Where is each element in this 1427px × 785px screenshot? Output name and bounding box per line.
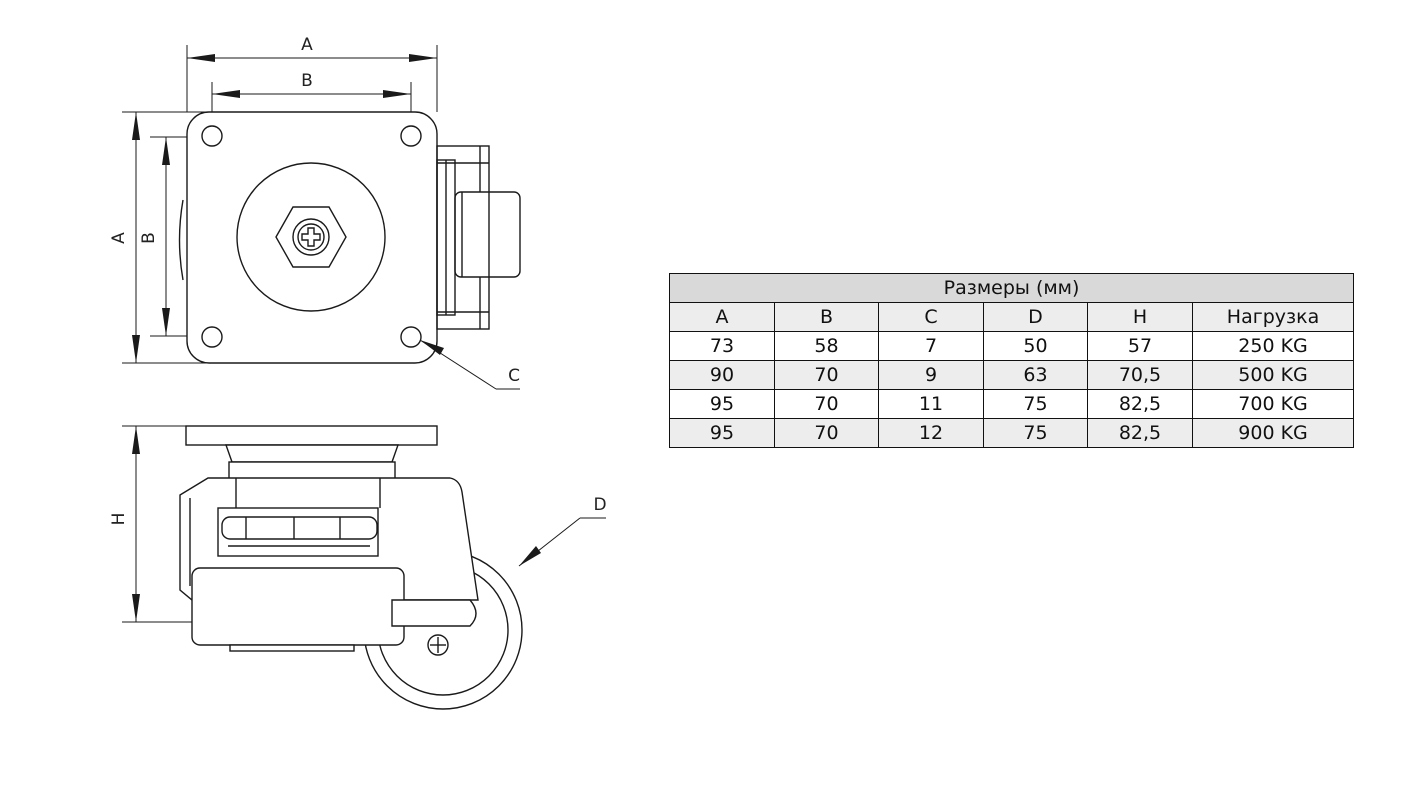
- table-cell: 9: [878, 360, 984, 390]
- bolt-hole-top-left: [201, 125, 223, 147]
- table-cell: 70: [774, 389, 879, 419]
- table-cell: 82,5: [1087, 418, 1193, 448]
- table-row: 90 70 9 63 70,5 500 KG: [669, 360, 1355, 390]
- top-view: A B A B: [109, 35, 521, 390]
- table-cell: 7: [878, 331, 984, 361]
- table-cell: 70,5: [1087, 360, 1193, 390]
- dim-label-b-side: B: [139, 232, 159, 244]
- hex-nut: [275, 206, 347, 268]
- mounting-plate: [186, 111, 438, 364]
- column-header-d: D: [983, 302, 1088, 332]
- table-cell: 63: [983, 360, 1088, 390]
- leveling-disc: [236, 162, 386, 312]
- table-cell: 250 KG: [1191, 331, 1355, 361]
- table-cell: 500 KG: [1191, 360, 1355, 390]
- table-cell: 70: [774, 360, 879, 390]
- column-header-b: B: [774, 302, 879, 332]
- dim-label-h: H: [109, 513, 129, 526]
- spindle: [217, 507, 379, 557]
- axle-bolt-icon: [427, 634, 449, 656]
- phillips-screw-icon: [301, 227, 321, 247]
- top-plate: [185, 425, 438, 446]
- table-row: 95 70 12 75 82,5 900 KG: [669, 418, 1355, 448]
- table-cell: 75: [983, 418, 1088, 448]
- table-cell: 70: [774, 418, 879, 448]
- dim-label-a-side: A: [109, 232, 129, 244]
- table-cell: 75: [983, 389, 1088, 419]
- table-row: 73 58 7 50 57 250 KG: [669, 331, 1355, 361]
- table-cell: 95: [669, 418, 775, 448]
- bolt-hole-bottom-right: [400, 326, 422, 348]
- table-row: 95 70 11 75 82,5 700 KG: [669, 389, 1355, 419]
- dimensions-table: Размеры (мм) A B C D H Нагрузка 73 58 7 …: [668, 273, 1355, 448]
- table-cell: 57: [1087, 331, 1193, 361]
- column-header-a: A: [669, 302, 775, 332]
- column-header-load: Нагрузка: [1191, 302, 1355, 332]
- table-cell: 12: [878, 418, 984, 448]
- table-cell: 82,5: [1087, 389, 1193, 419]
- bolt-hole-top-right: [400, 125, 422, 147]
- dim-label-c: C: [508, 366, 520, 386]
- table-cell: 900 KG: [1191, 418, 1355, 448]
- table-cell: 58: [774, 331, 879, 361]
- table-cell: 50: [983, 331, 1088, 361]
- table-title: Размеры (мм): [668, 273, 1355, 303]
- side-view: H D: [109, 425, 607, 710]
- table-cell: 90: [669, 360, 775, 390]
- dim-label-b-top: B: [301, 71, 313, 91]
- foot-base: [191, 567, 405, 646]
- table-cell: 95: [669, 389, 775, 419]
- table-cell: 11: [878, 389, 984, 419]
- table-header-row: A B C D H Нагрузка: [669, 302, 1355, 332]
- column-header-h: H: [1087, 302, 1193, 332]
- dim-label-a-top: A: [301, 35, 313, 55]
- table-cell: 700 KG: [1191, 389, 1355, 419]
- dim-label-d: D: [593, 495, 606, 515]
- technical-drawing: A B A B: [109, 35, 607, 710]
- column-header-c: C: [878, 302, 984, 332]
- table-cell: 73: [669, 331, 775, 361]
- bolt-hole-bottom-left: [201, 326, 223, 348]
